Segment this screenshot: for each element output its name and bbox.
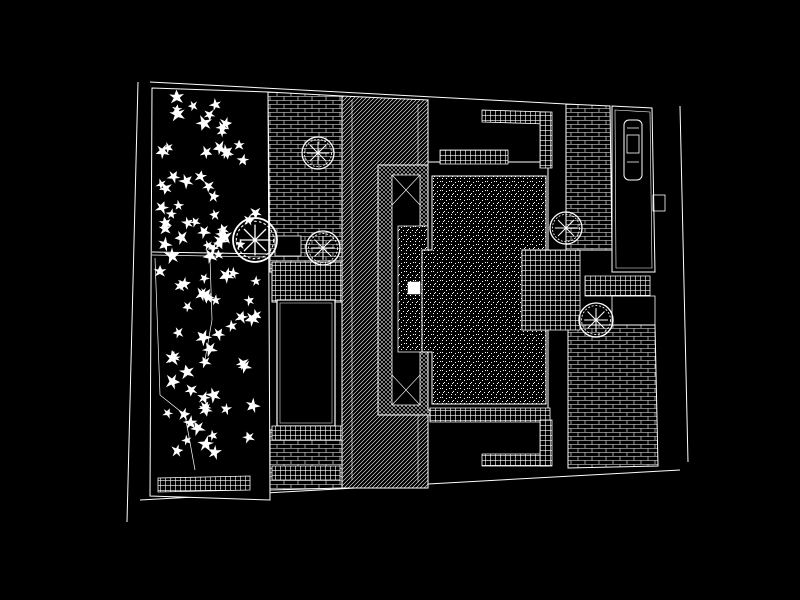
central-courtyard [421,149,581,423]
swimming-pool [271,235,343,441]
garage [584,105,666,326]
tree-icon [578,302,614,338]
brick-paving-zones [267,91,659,491]
car-icon [623,119,643,181]
main-building [377,164,433,416]
courtyard-steps [481,109,553,467]
perimeter-bands [157,465,341,493]
tree-icon [232,217,278,263]
tree-icon [305,230,341,266]
garden-planting-area [149,87,271,501]
